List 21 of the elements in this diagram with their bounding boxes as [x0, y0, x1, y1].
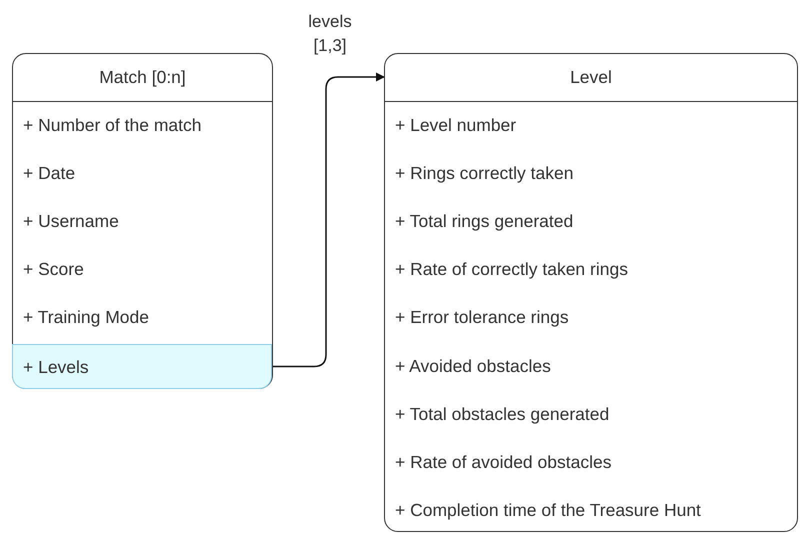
attribute-text: + Number of the match — [23, 114, 202, 136]
attribute-text: + Levels — [23, 356, 89, 378]
class-box — [384, 53, 798, 532]
attribute-text: + Total rings generated — [395, 210, 574, 232]
attribute-text: + Level number — [395, 114, 516, 136]
attribute-text: + Completion time of the Treasure Hunt — [395, 500, 701, 522]
attribute-text: + Avoided obstacles — [395, 356, 551, 376]
class-name: Level — [570, 67, 612, 88]
attribute-text: + Error tolerance rings — [395, 307, 569, 328]
arrow — [272, 72, 385, 368]
attribute-text: + Date — [23, 162, 76, 184]
attribute-text: + Rate of correctly taken rings — [395, 259, 628, 280]
attribute-text: + Score — [23, 259, 84, 280]
class-box — [12, 53, 273, 389]
class-name: Match [0:n] — [99, 67, 186, 88]
attribute-row — [12, 344, 272, 389]
attribute-text: + Rate of avoided obstacles — [395, 452, 612, 473]
attribute-text: + Training Mode — [23, 307, 149, 328]
attribute-text: + Username — [23, 210, 119, 232]
attribute-text: + Rings correctly taken — [395, 162, 574, 184]
attribute-text: + Total obstacles generated — [395, 404, 610, 425]
